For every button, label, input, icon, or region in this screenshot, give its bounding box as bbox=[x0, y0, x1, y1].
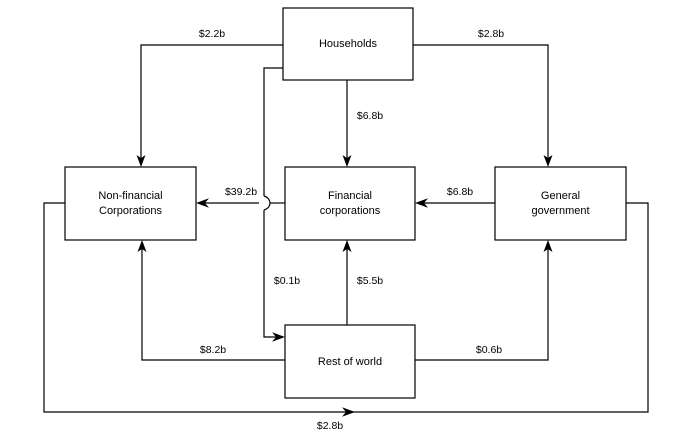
flow-line-left bbox=[43, 202, 347, 413]
node-households[interactable]: Households bbox=[282, 7, 414, 81]
node-box[interactable] bbox=[284, 166, 416, 241]
node-rest-of-world[interactable]: Rest of world bbox=[284, 324, 416, 399]
node-label-line2: Corporations bbox=[99, 205, 162, 217]
flow-label: $39.2b bbox=[225, 186, 257, 198]
flow-line bbox=[140, 44, 283, 160]
node-label-line2: corporations bbox=[320, 205, 381, 217]
node-box[interactable] bbox=[64, 166, 197, 241]
flow-label: $0.1b bbox=[274, 275, 300, 287]
arrowhead-icon bbox=[342, 407, 355, 417]
flow-line bbox=[413, 44, 549, 160]
arrowhead-icon bbox=[415, 198, 428, 208]
flow-label: $6.8b bbox=[447, 186, 473, 198]
flow-line-right bbox=[347, 202, 649, 413]
flow-edge-households-to-government: $2.8b bbox=[413, 28, 553, 167]
flow-label: $2.8b bbox=[478, 28, 504, 40]
node-label: Rest of world bbox=[318, 356, 382, 368]
flow-edge-restofworld-to-nonfinancial: $8.2b bbox=[137, 240, 285, 361]
flow-label: $5.5b bbox=[357, 275, 383, 287]
arrowhead-icon bbox=[543, 240, 553, 252]
flow-label: $0.6b bbox=[476, 344, 502, 356]
arrowhead-icon bbox=[136, 155, 146, 167]
flow-edge-financial-to-nonfinancial: $39.2b bbox=[196, 186, 285, 208]
arrowhead-icon bbox=[196, 198, 209, 208]
arrowhead-icon bbox=[543, 155, 553, 167]
node-label-line1: General bbox=[541, 190, 580, 202]
node-financial-corporations[interactable]: Financial corporations bbox=[284, 166, 416, 241]
flow-line-upper bbox=[263, 67, 283, 196]
flow-edge-households-to-restofworld: $0.1b bbox=[263, 67, 300, 342]
flow-label: $8.2b bbox=[200, 344, 226, 356]
flow-edge-government-to-financial: $6.8b bbox=[415, 186, 495, 208]
node-general-government[interactable]: General government bbox=[494, 166, 627, 241]
node-label-line1: Non-financial bbox=[98, 190, 162, 202]
flow-edge-restofworld-to-government: $0.6b bbox=[415, 240, 553, 361]
node-box[interactable] bbox=[494, 166, 627, 241]
node-label-line1: Financial bbox=[328, 190, 372, 202]
arrowhead-icon bbox=[272, 332, 285, 342]
flow-edge-households-to-financial: $6.8b bbox=[342, 80, 383, 167]
flow-line-lower bbox=[263, 210, 277, 338]
flow-label: $6.8b bbox=[357, 110, 383, 122]
node-box[interactable] bbox=[282, 7, 414, 81]
flow-line-hop bbox=[263, 195, 271, 211]
flow-line bbox=[141, 247, 285, 361]
arrowhead-icon bbox=[342, 155, 352, 167]
arrowhead-icon bbox=[137, 240, 147, 252]
flow-edge-households-to-nonfinancial: $2.2b bbox=[136, 28, 283, 167]
node-box[interactable] bbox=[284, 324, 416, 399]
flow-label: $2.2b bbox=[199, 28, 225, 40]
node-label-line2: government bbox=[531, 205, 589, 217]
node-non-financial-corporations[interactable]: Non-financial Corporations bbox=[64, 166, 197, 241]
flow-line bbox=[415, 247, 549, 361]
flow-label: $2.8b bbox=[317, 420, 343, 432]
flow-edge-government-to-restofworld: $2.8b bbox=[43, 202, 649, 432]
node-label: Households bbox=[319, 38, 378, 50]
flow-edge-restofworld-to-financial: $5.5b bbox=[342, 240, 383, 325]
arrowhead-icon bbox=[342, 240, 352, 252]
